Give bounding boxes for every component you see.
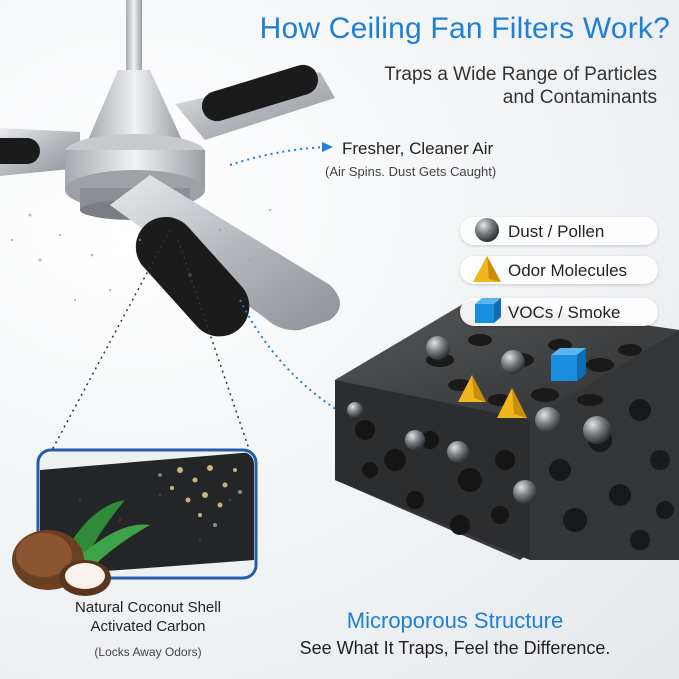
subtitle-line-2: and Contaminants [502,87,657,108]
legend-item-dust: Dust / Pollen [460,217,658,245]
subtitle-line-1: Traps a Wide Range of Particles [384,64,657,85]
legend-item-vocs: VOCs / Smoke [460,298,658,326]
legend-label: Odor Molecules [508,261,628,280]
structure-heading: Microporous Structure [346,608,564,633]
legend-label: VOCs / Smoke [508,303,621,322]
carbon-line-2: Activated Carbon [90,618,206,635]
cube-icon [475,298,501,323]
airflow-label: Fresher, Cleaner Air [342,139,494,158]
carbon-line-1: Natural Coconut Shell [75,599,221,616]
subtitle: Traps a Wide Range of Particles and Cont… [300,63,657,109]
legend-item-odor: Odor Molecules [460,256,658,284]
pyramid-icon [473,256,501,282]
page-title: How Ceiling Fan Filters Work? [259,12,670,45]
airflow-sublabel: (Air Spins. Dust Gets Caught) [325,164,497,179]
foam-block [335,300,679,560]
coconut [12,500,150,596]
legend-label: Dust / Pollen [508,222,605,241]
carbon-note: (Locks Away Odors) [94,645,202,659]
sphere-icon [475,218,499,242]
structure-tagline: See What It Traps, Feel the Difference. [299,638,611,658]
